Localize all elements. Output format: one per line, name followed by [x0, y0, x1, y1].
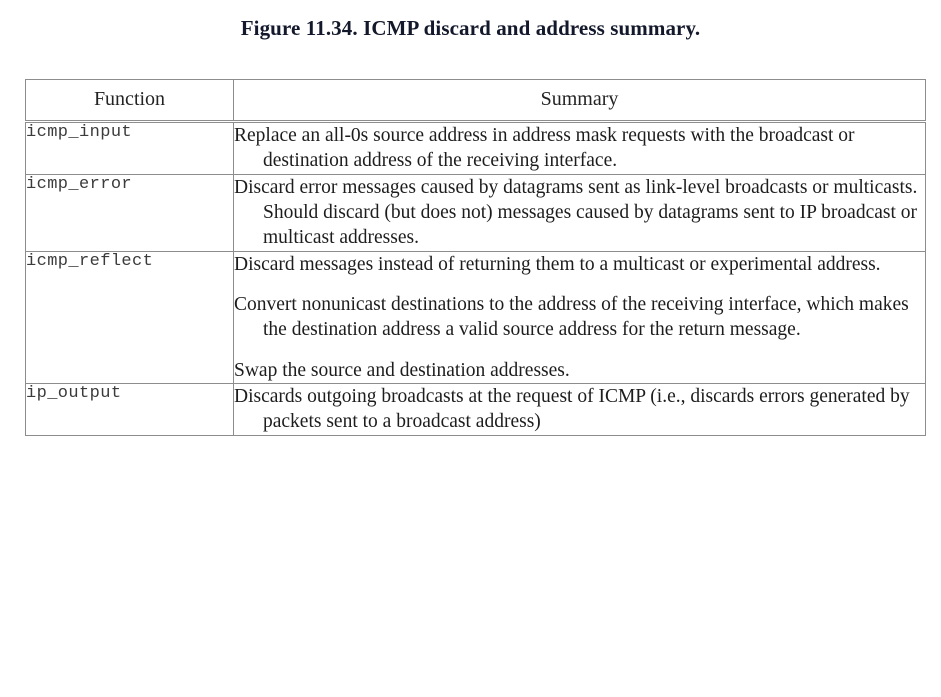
figure-caption: Figure 11.34. ICMP discard and address s…: [240, 16, 701, 40]
function-name-cell: icmp_error: [25, 173, 234, 252]
table-row: icmp_reflect Discard messages instead of…: [25, 250, 926, 385]
summary-paragraph: Replace an all-0s source address in addr…: [234, 125, 855, 172]
function-name-cell: icmp_input: [25, 121, 234, 175]
figure-table-container: Function Summary icmp_input Replace an a…: [25, 79, 926, 436]
column-header-summary: Summary: [233, 79, 926, 123]
table-body: icmp_input Replace an all-0s source addr…: [25, 121, 926, 436]
summary-paragraph: Discards outgoing broadcasts at the requ…: [234, 386, 910, 433]
summary-paragraph: Convert nonunicast destinations to the a…: [234, 294, 909, 341]
function-name-cell: ip_output: [25, 383, 234, 436]
summary-cell: Discard messages instead of returning th…: [233, 250, 926, 385]
summary-paragraph: Discard messages instead of returning th…: [234, 253, 881, 275]
column-header-function: Function: [25, 79, 234, 123]
summary-cell: Discard error messages caused by datagra…: [233, 173, 926, 252]
table-row: icmp_error Discard error messages caused…: [25, 173, 926, 252]
table-header-row: Function Summary: [25, 79, 926, 123]
summary-paragraph: Swap the source and destination addresse…: [234, 359, 570, 381]
function-name-cell: icmp_reflect: [25, 250, 234, 385]
summary-cell: Replace an all-0s source address in addr…: [233, 121, 926, 175]
summary-paragraph: Discard error messages caused by datagra…: [234, 176, 918, 249]
table-row: icmp_input Replace an all-0s source addr…: [25, 121, 926, 175]
icmp-summary-table: Function Summary icmp_input Replace an a…: [25, 79, 926, 436]
summary-cell: Discards outgoing broadcasts at the requ…: [233, 383, 926, 436]
table-row: ip_output Discards outgoing broadcasts a…: [25, 383, 926, 436]
